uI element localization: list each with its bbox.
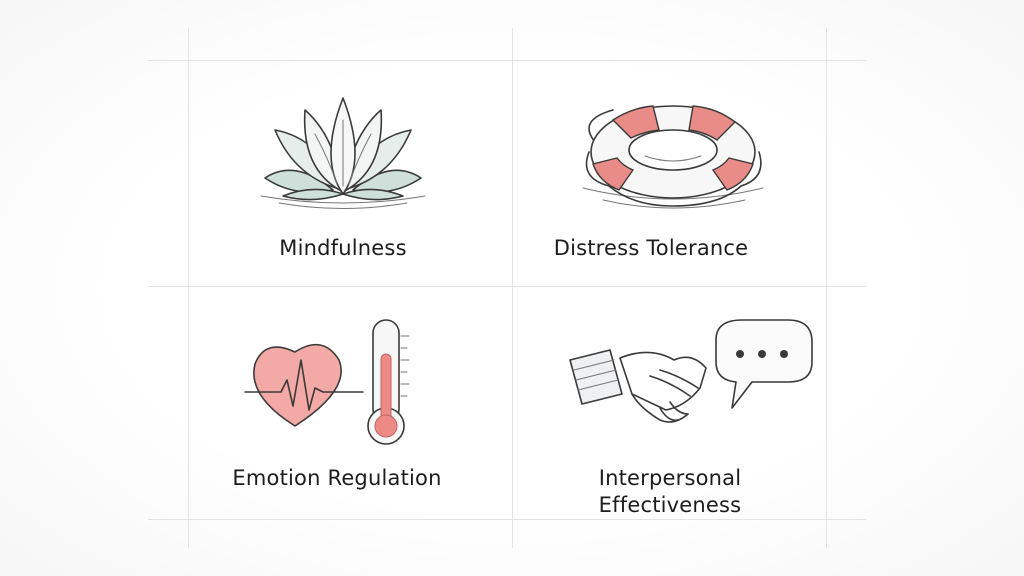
heart-icon <box>253 343 342 427</box>
lotus-leaf-right <box>352 169 422 194</box>
speech-dot <box>758 350 766 358</box>
heart-thermometer-icon <box>244 319 410 445</box>
quadrant-label-mindfulness: Mindfulness <box>279 236 407 260</box>
quadrant-emotion-regulation: Emotion Regulation <box>177 290 497 515</box>
life-ring-icon <box>582 105 764 209</box>
pulse-line <box>244 359 364 411</box>
sleeve-left <box>569 349 623 405</box>
grid-line-horizontal-top <box>148 60 866 61</box>
quadrant-mindfulness: Mindfulness <box>183 60 503 285</box>
grid-line-horizontal-bottom <box>148 519 866 520</box>
handshake-speech-bubble-icon <box>569 319 813 423</box>
life-ring-segment <box>688 105 737 141</box>
quadrant-label-distress-tolerance: Distress Tolerance <box>553 236 749 260</box>
grid-line-horizontal-middle <box>148 286 866 287</box>
life-ring-segment <box>611 105 660 139</box>
grid-line-vertical-right <box>826 28 827 548</box>
speech-dot <box>736 350 744 358</box>
quadrant-label-emotion-regulation: Emotion Regulation <box>232 466 442 490</box>
quadrant-interpersonal-effectiveness: Interpersonal Effectiveness <box>510 290 830 517</box>
quadrant-label-interpersonal-line1: Interpersonal <box>598 466 742 490</box>
speech-bubble-icon <box>715 319 813 409</box>
lotus-flower-icon <box>260 97 426 209</box>
lotus-leaf-left <box>264 169 334 194</box>
grid-line-vertical-left <box>188 28 189 548</box>
quadrant-distress-tolerance: Distress Tolerance <box>513 60 833 285</box>
grid-line-vertical-middle <box>512 28 513 548</box>
life-ring-segment <box>711 157 754 191</box>
life-ring-segment <box>592 157 635 191</box>
speech-dot <box>780 350 788 358</box>
quadrant-label-interpersonal-line2: Effectiveness <box>598 493 742 517</box>
